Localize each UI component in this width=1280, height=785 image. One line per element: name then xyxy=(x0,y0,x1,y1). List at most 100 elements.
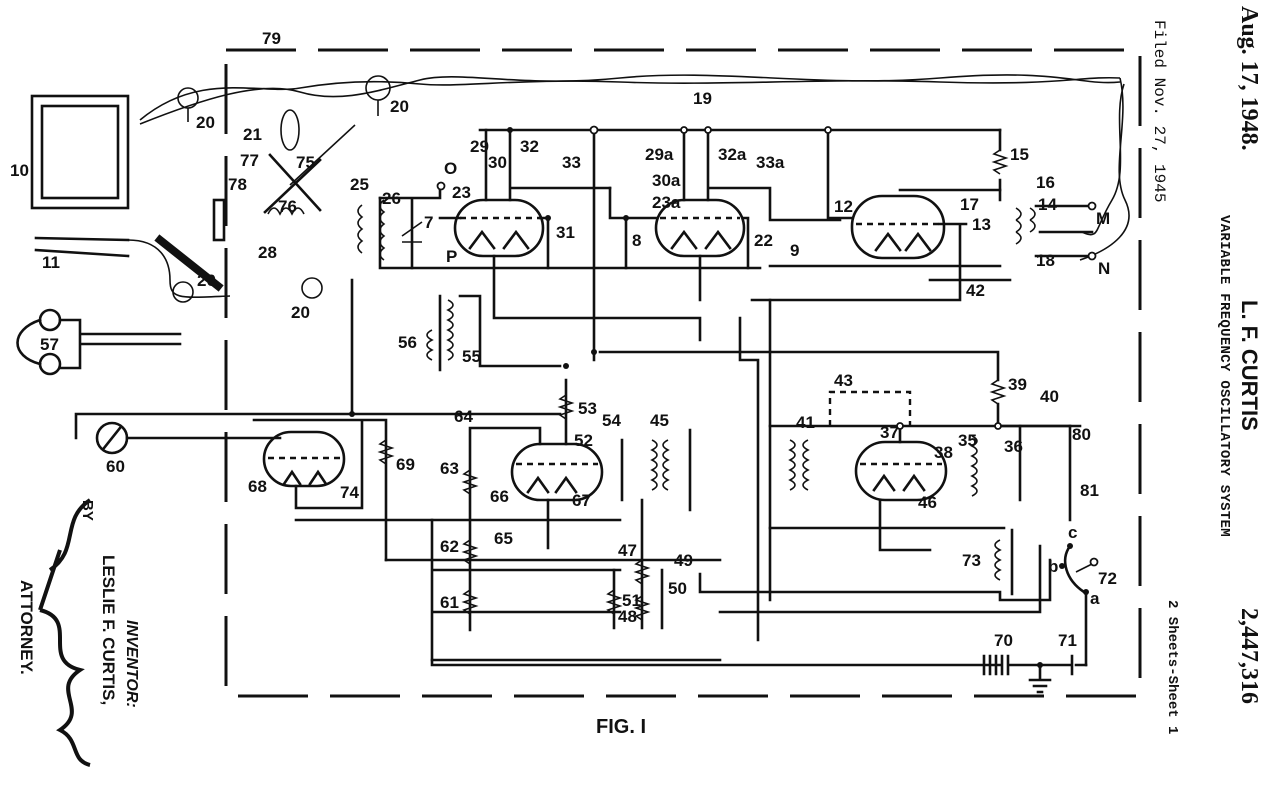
label-33a: 33a xyxy=(756,153,785,172)
label-76: 76 xyxy=(278,197,297,216)
label-test-point-o: O xyxy=(444,159,457,178)
ground-clamp-20 xyxy=(172,75,391,303)
transformer-55-56 xyxy=(350,278,562,416)
label-54: 54 xyxy=(602,411,621,430)
vacuum-tube-12 xyxy=(768,128,1012,282)
label-28: 28 xyxy=(258,243,277,262)
label-68: 68 xyxy=(248,477,267,496)
label-switch-c: c xyxy=(1068,523,1077,542)
label-22: 22 xyxy=(754,231,773,250)
label-13: 13 xyxy=(972,215,991,234)
test-point-o xyxy=(436,181,446,191)
label-12: 12 xyxy=(834,197,853,216)
label-20: 20 xyxy=(291,303,310,322)
label-7: 7 xyxy=(424,213,433,232)
twisted-pair-cable-19 xyxy=(139,74,1130,261)
label-77: 77 xyxy=(240,151,259,170)
patent-date: Aug. 17, 1948. xyxy=(1236,6,1262,151)
label-43: 43 xyxy=(834,371,853,390)
label-20: 20 xyxy=(196,113,215,132)
terminal-n xyxy=(1087,251,1097,261)
label-33: 33 xyxy=(562,153,581,172)
vacuum-tube-37 xyxy=(768,298,1082,602)
label-30: 30 xyxy=(488,153,507,172)
label-38: 38 xyxy=(934,443,953,462)
label-80: 80 xyxy=(1072,425,1091,444)
label-57: 57 xyxy=(40,335,59,354)
battery-70 xyxy=(430,654,1088,694)
label-36: 36 xyxy=(1004,437,1023,456)
label-40: 40 xyxy=(1040,387,1059,406)
terminal-m xyxy=(1087,201,1097,211)
label-18: 18 xyxy=(1036,251,1055,270)
label-42: 42 xyxy=(966,281,985,300)
output-transformer-14 xyxy=(1015,204,1094,258)
label-72: 72 xyxy=(1098,569,1117,588)
interconnect-wiring xyxy=(294,254,962,642)
sheet-count: 2 Sheets-Sheet 1 xyxy=(1164,600,1180,735)
label-48: 48 xyxy=(618,607,637,626)
label-23: 23 xyxy=(452,183,471,202)
label-switch-a: a xyxy=(1090,589,1100,608)
label-11: 11 xyxy=(42,253,60,272)
patent-number: 2,447,316 xyxy=(1236,608,1262,704)
resistor-39 xyxy=(989,379,1007,405)
label-terminal-m: M xyxy=(1096,209,1110,228)
label-terminal-n: N xyxy=(1098,259,1110,278)
label-52: 52 xyxy=(574,431,593,450)
junction-dots xyxy=(349,125,1043,668)
headphones-57 xyxy=(16,308,182,376)
patent-title: VARIABLE FREQUENCY OSCILLATORY SYSTEM xyxy=(1216,215,1232,537)
label-70: 70 xyxy=(994,631,1013,650)
label-61: 61 xyxy=(440,593,459,612)
label-32a: 32a xyxy=(718,145,747,164)
label-79: 79 xyxy=(262,29,281,48)
label-14: 14 xyxy=(1038,195,1057,214)
label-16: 16 xyxy=(1036,173,1055,192)
label-60: 60 xyxy=(106,457,125,476)
tuned-circuit-45 xyxy=(605,428,692,630)
label-10: 10 xyxy=(10,161,29,180)
label-50: 50 xyxy=(668,579,687,598)
transformer-73 xyxy=(698,526,1052,614)
label-55: 55 xyxy=(462,347,481,366)
label-66: 66 xyxy=(490,487,509,506)
inventor-short-name: L. F. CURTIS xyxy=(1237,300,1262,431)
shielded-enclosure xyxy=(224,48,1142,698)
label-9: 9 xyxy=(790,241,799,260)
label-64: 64 xyxy=(454,407,473,426)
meter-60 xyxy=(74,412,354,455)
label-32: 32 xyxy=(520,137,539,156)
attorney-signature xyxy=(38,498,92,767)
figure-caption: FIG. I xyxy=(596,716,646,738)
filing-date: Filed Nov. 27, 1945 xyxy=(1150,20,1168,203)
label-78: 78 xyxy=(228,175,247,194)
label-switch-b: b xyxy=(1048,557,1058,576)
vacuum-tube-23a xyxy=(592,128,842,362)
label-29a: 29a xyxy=(645,145,674,164)
tuning-mechanism xyxy=(154,109,356,292)
label-23a: 23a xyxy=(652,193,681,212)
label-65: 65 xyxy=(494,529,513,548)
label-62: 62 xyxy=(440,537,459,556)
label-67: 67 xyxy=(572,491,591,510)
label-25: 25 xyxy=(350,175,369,194)
label-19: 19 xyxy=(693,89,712,108)
supply-rail xyxy=(598,350,1000,382)
vacuum-tube-23 xyxy=(438,128,612,270)
label-21: 21 xyxy=(243,125,262,144)
label-37: 37 xyxy=(880,423,899,442)
label-31: 31 xyxy=(556,223,575,242)
selector-switch-72 xyxy=(1059,543,1099,667)
label-56: 56 xyxy=(398,333,417,352)
label-71: 71 xyxy=(1058,631,1077,650)
label-15: 15 xyxy=(1010,145,1029,164)
label-8: 8 xyxy=(632,231,641,250)
label-26: 26 xyxy=(382,189,401,208)
label-17: 17 xyxy=(960,195,979,214)
label-69: 69 xyxy=(396,455,415,474)
wire-40 xyxy=(996,402,1072,428)
input-transformer-25-26 xyxy=(357,188,762,270)
label-63: 63 xyxy=(440,459,459,478)
